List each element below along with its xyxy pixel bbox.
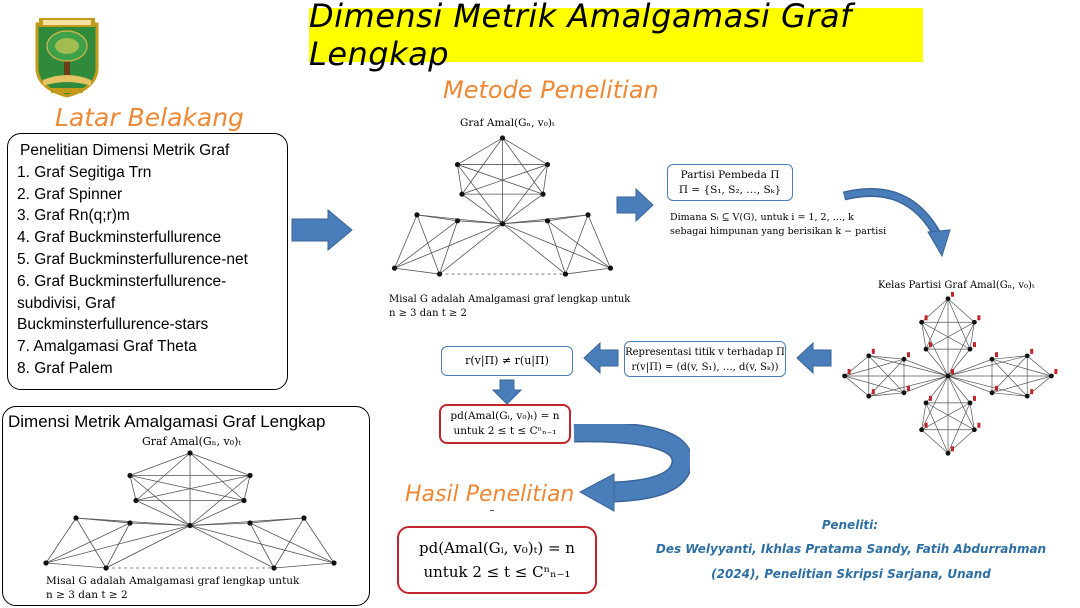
arrow-right-icon — [291, 208, 353, 252]
metode-caption-1: Misal G adalah Amalgamasi graf lengkap u… — [389, 294, 631, 305]
title-banner: Dimensi Metrik Amalgamasi Graf Lengkap — [309, 0, 923, 73]
latar-item: subdivisi, Graf — [17, 294, 116, 312]
neq-formula: r(v|Π) ≠ r(u|Π) — [465, 354, 549, 367]
arrow-left-icon — [583, 342, 619, 374]
metode-graph-title: Graf Amal(Gₙ, v₀)ₜ — [460, 117, 555, 129]
kelas-title: Kelas Partisi Graf Amal(Gₙ, v₀)ₜ — [878, 280, 1035, 291]
dimensi-graph-title: Graf Amal(Gₙ, v₀)ₜ — [142, 435, 242, 448]
amalgamation-graph-left — [43, 450, 337, 571]
latar-item: 8. Graf Palem — [17, 359, 113, 377]
partisi-title: Partisi Pembeda Π — [680, 169, 780, 181]
hasil-result-box: pd(Amal(Gᵢ, v₀)ₜ) = n untuk 2 ≤ t ≤ Cⁿₙ₋… — [397, 526, 597, 594]
pd-formula: pd(Amal(Gᵢ, v₀)ₜ) = n — [450, 410, 560, 422]
latar-item: 3. Graf Rn(q;r)m — [17, 207, 130, 225]
arrow-left-icon — [796, 342, 832, 374]
university-logo — [35, 18, 99, 98]
u-turn-arrow-icon — [573, 424, 690, 512]
latar-item: 1. Graf Segitiga Trn — [17, 163, 152, 181]
partisi-box: Partisi Pembeda Π Π = {S₁, S₂, …, Sₖ} — [667, 164, 793, 201]
arrow-down-icon — [492, 379, 522, 405]
latar-item: 2. Graf Spinner — [17, 185, 123, 203]
latar-heading: Latar Belakang — [55, 103, 244, 132]
latar-list-box: Penelitian Dimensi Metrik Graf 1. Graf S… — [7, 133, 288, 390]
dimensi-box-title: Dimensi Metrik Amalgamasi Graf Lengkap — [8, 412, 326, 431]
pd-result-box: pd(Amal(Gᵢ, v₀)ₜ) = n untuk 2 ≤ t ≤ Cⁿₙ₋… — [439, 404, 571, 444]
credits-line-1: Des Welyyanti, Ikhlas Pratama Sandy, Fat… — [655, 542, 1047, 556]
latar-item: 7. Amalgamasi Graf Theta — [17, 338, 197, 356]
partisi-desc-1: Dimana Sᵢ ⊆ V(G), untuk i = 1, 2, …, k — [670, 212, 854, 223]
metode-caption-2: n ≥ 3 dan t ≥ 2 — [389, 308, 467, 319]
partisi-formula: Π = {S₁, S₂, …, Sₖ} — [678, 184, 782, 196]
partisi-description: Dimana Sᵢ ⊆ V(G), untuk i = 1, 2, …, k s… — [670, 211, 886, 239]
representasi-box: Representasi titik v terhadap Π r(v|Π) =… — [624, 341, 786, 377]
dimensi-box — [2, 406, 370, 606]
partition-class-graph — [842, 292, 1058, 456]
arrow-right-small-icon — [616, 188, 654, 222]
hasil-heading: Hasil Penelitian — [405, 482, 575, 507]
credits-label: Peneliti: — [821, 518, 879, 532]
page-title: Dimensi Metrik Amalgamasi Graf Lengkap — [309, 0, 852, 73]
pd-condition: untuk 2 ≤ t ≤ Cⁿₙ₋₁ — [453, 425, 557, 437]
metode-heading: Metode Penelitian — [443, 76, 659, 104]
partisi-desc-2: sebagai himpunan yang berisikan k − part… — [670, 226, 887, 237]
latar-item: 5. Graf Buckminsterfullurence-net — [17, 250, 248, 268]
dimensi-caption-1: Misal G adalah Amalgamasi graf lengkap u… — [46, 575, 300, 587]
hasil-condition: untuk 2 ≤ t ≤ Cⁿₙ₋₁ — [423, 563, 571, 581]
dimensi-caption-2: n ≥ 3 dan t ≥ 2 — [46, 589, 128, 601]
repr-title: Representasi titik v terhadap Π — [625, 347, 785, 358]
hasil-formula: pd(Amal(Gᵢ, v₀)ₜ) = n — [419, 539, 575, 557]
credits-line-2: (2024), Penelitian Skripsi Sarjana, Unan… — [711, 567, 991, 581]
dash-mark — [490, 510, 494, 511]
curved-arrow-icon — [842, 188, 951, 258]
latar-item: 6. Graf Buckminsterfullurence- — [17, 272, 227, 290]
amalgamation-graph-middle — [391, 135, 614, 277]
latar-item: 4. Graf Buckminsterfullurence — [17, 229, 222, 247]
latar-item: Buckminsterfullurence-stars — [17, 316, 209, 334]
repr-formula: r(v|Π) = (d(v, S₁), …, d(v, Sₖ)) — [631, 362, 779, 373]
distinct-representation-box: r(v|Π) ≠ r(u|Π) — [441, 346, 573, 376]
latar-intro: Penelitian Dimensi Metrik Graf — [20, 142, 230, 159]
